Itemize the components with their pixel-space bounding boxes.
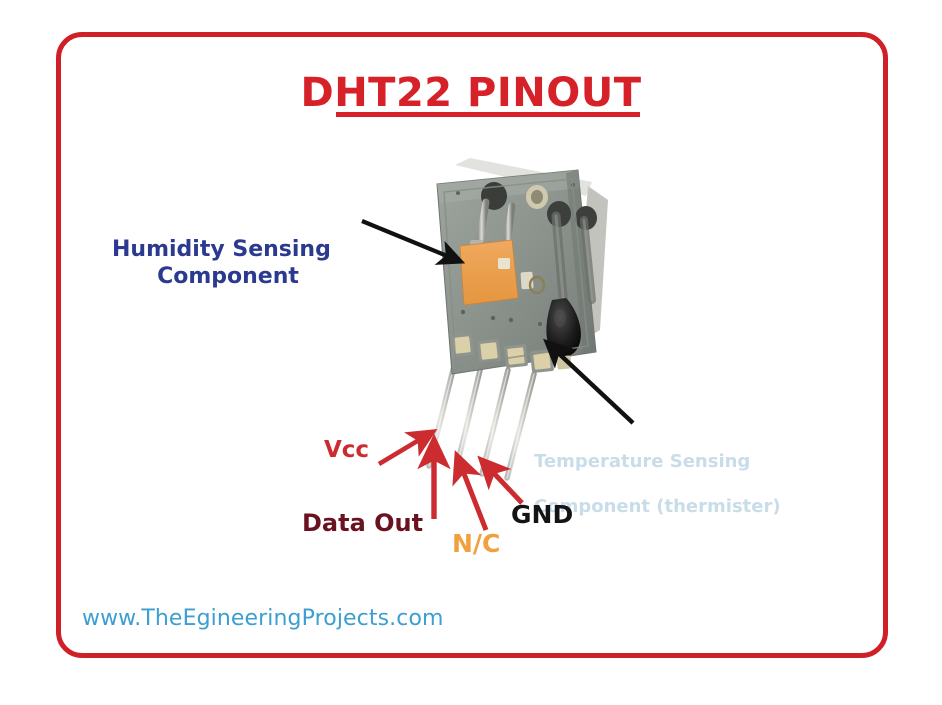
humidity-sensing-label: Humidity Sensing Component	[112, 208, 362, 319]
gnd-pin-label: GND	[511, 500, 574, 529]
temperature-label-line2: Component (thermister)	[534, 496, 781, 518]
title-underline	[336, 112, 640, 117]
humidity-label-line2: Component	[157, 264, 299, 290]
page-title: DHT22 PINOUT	[300, 70, 642, 116]
temperature-sensing-label: Temperature Sensing Component (thermiste…	[534, 428, 824, 519]
temperature-label-line1: Temperature Sensing	[534, 450, 751, 472]
vcc-pin-label: Vcc	[324, 437, 370, 463]
humidity-label-line1: Humidity Sensing	[112, 236, 331, 262]
red-border-frame	[56, 32, 888, 658]
data-out-pin-label: Data Out	[302, 509, 424, 537]
nc-pin-label: N/C	[452, 529, 501, 558]
website-url: www.TheEgineeringProjects.com	[82, 606, 444, 631]
